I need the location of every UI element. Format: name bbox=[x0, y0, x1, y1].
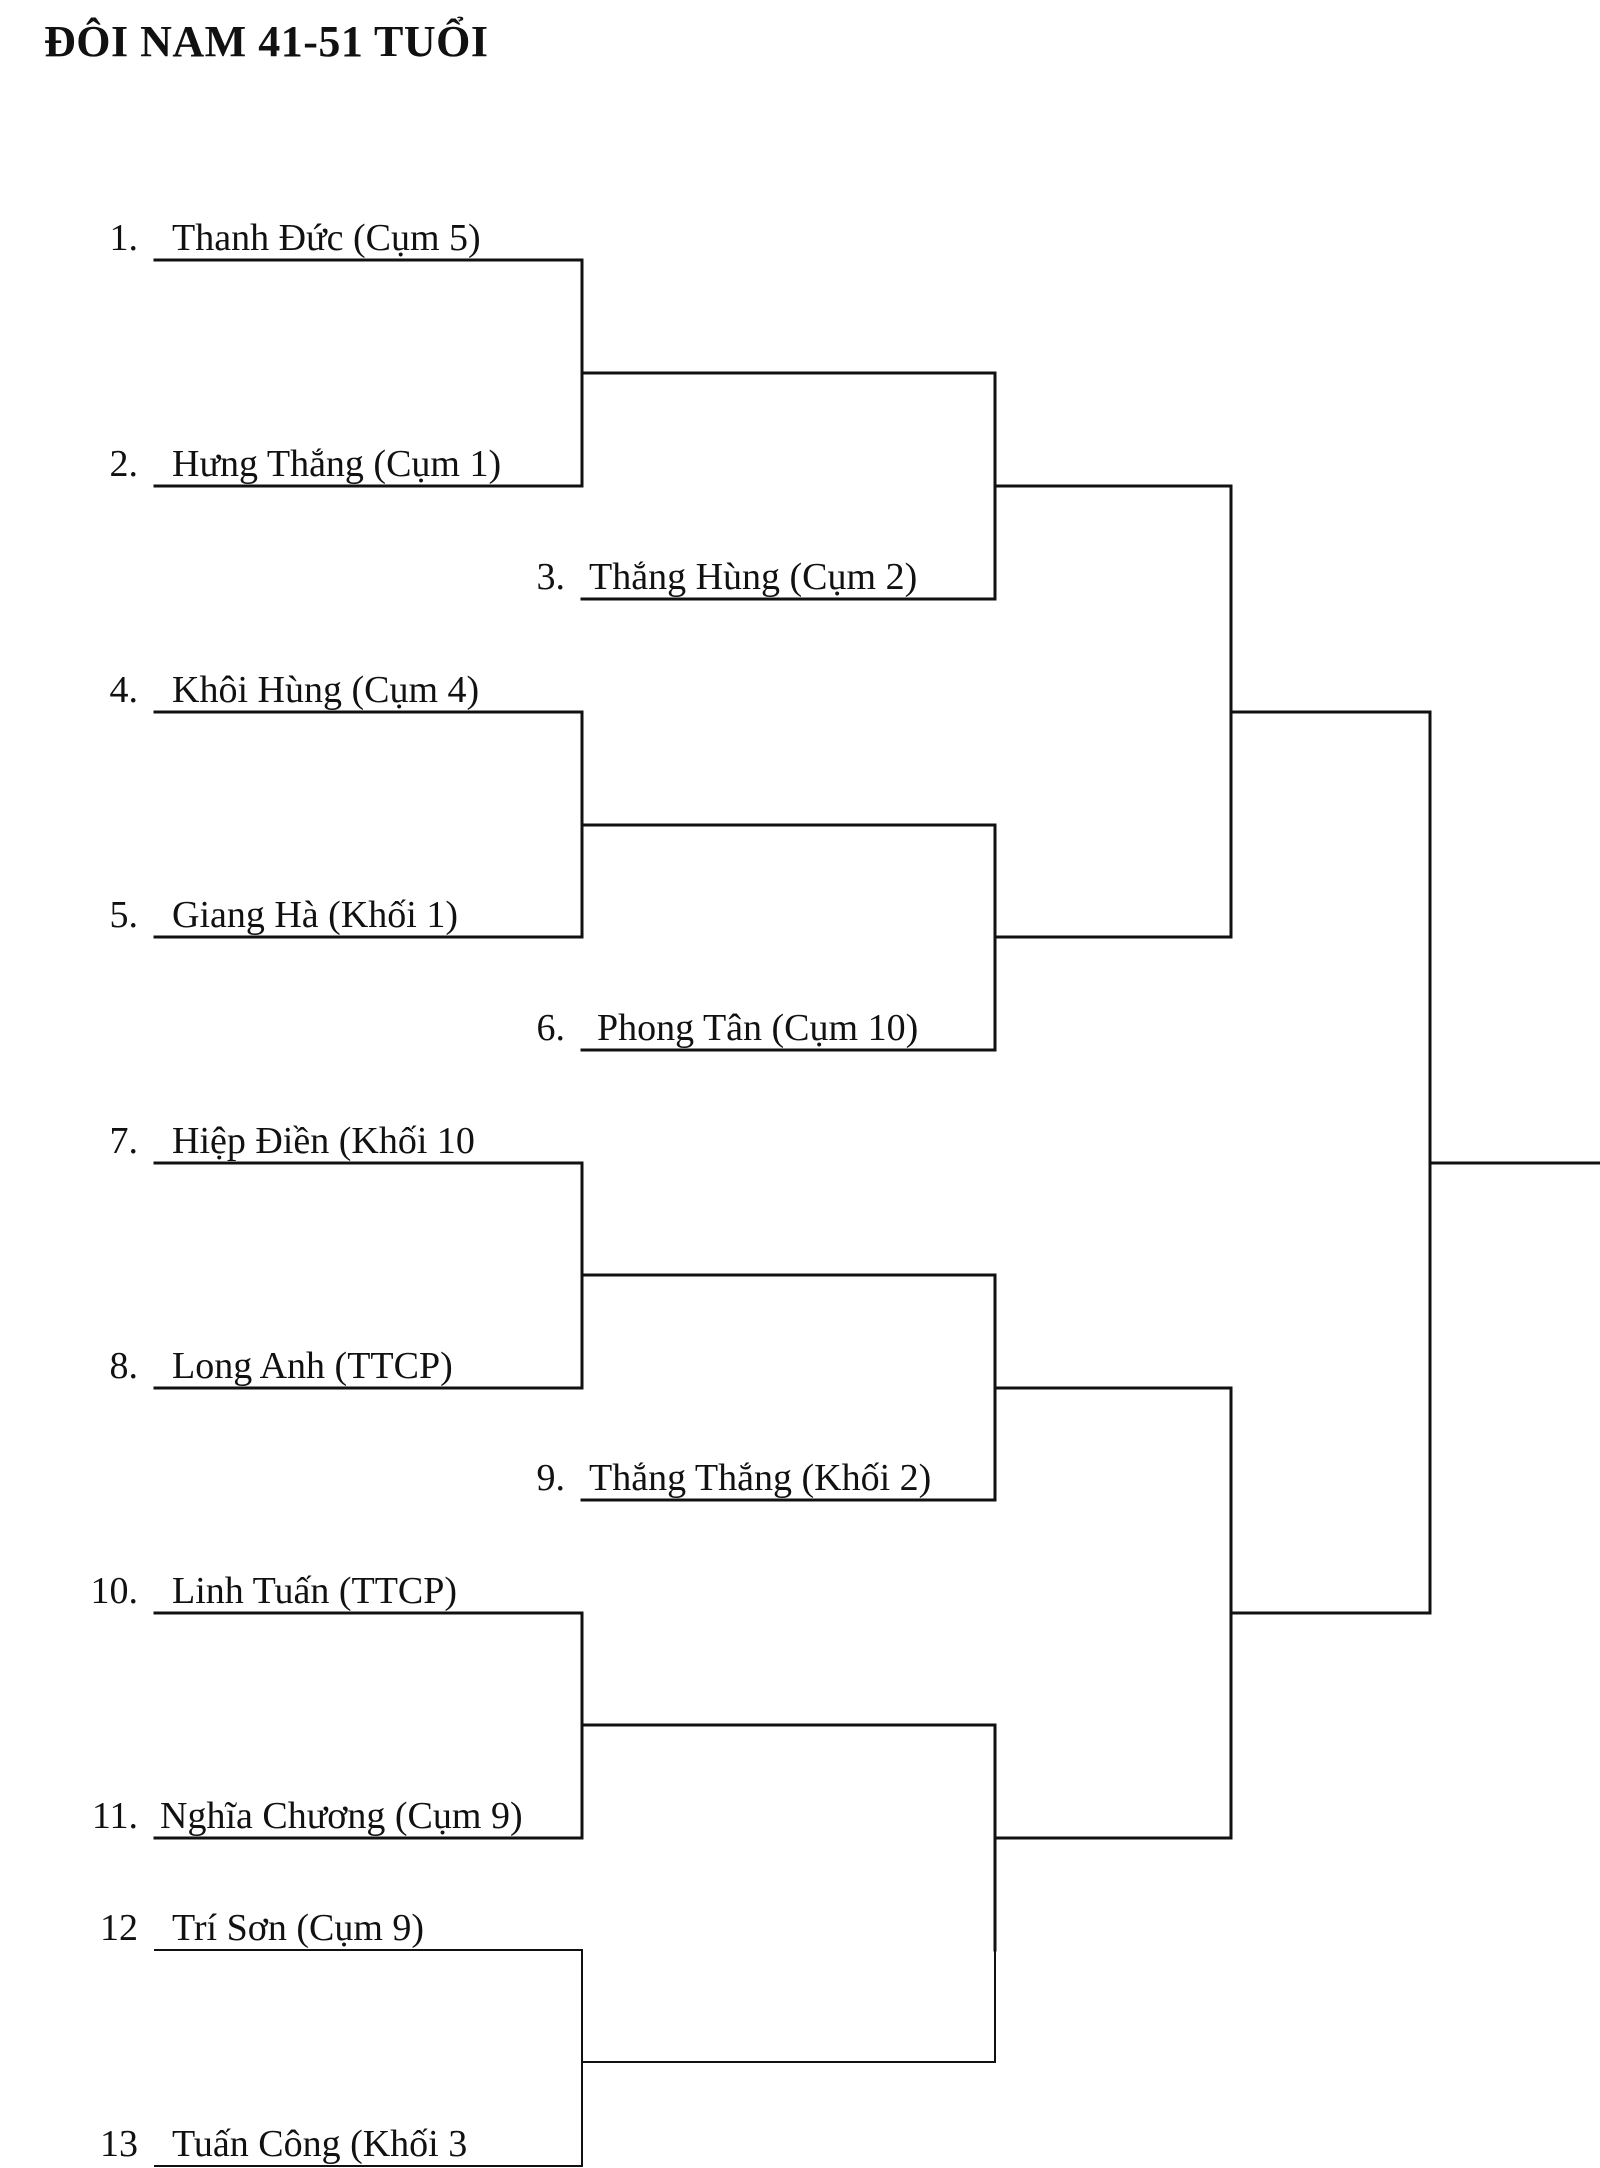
bracket-title: ĐÔI NAM 41-51 TUỔI bbox=[44, 17, 489, 66]
entry-number: 11. bbox=[92, 1795, 138, 1837]
entry-name: Long Anh (TTCP) bbox=[172, 1345, 453, 1387]
entry-name: Khôi Hùng (Cụm 4) bbox=[172, 669, 479, 711]
entry-11: 11. Nghĩa Chương (Cụm 9) bbox=[92, 1795, 523, 1837]
bracket-lines bbox=[153, 258, 1600, 2167]
entry-number: 9. bbox=[537, 1457, 566, 1499]
bracket-entries: 1. Thanh Đức (Cụm 5) 2. Hưng Thắng (Cụm … bbox=[91, 217, 932, 2165]
entry-name: Hưng Thắng (Cụm 1) bbox=[172, 443, 501, 485]
entry-number: 4. bbox=[110, 669, 139, 711]
entry-name: Giang Hà (Khối 1) bbox=[172, 894, 458, 936]
entry-name: Phong Tân (Cụm 10) bbox=[597, 1007, 918, 1049]
entry-7: 7. Hiệp Điền (Khối 10 bbox=[110, 1120, 475, 1162]
entry-13: 13 Tuấn Công (Khối 3 bbox=[100, 2123, 467, 2165]
entry-8: 8. Long Anh (TTCP) bbox=[110, 1345, 453, 1387]
entry-name: Trí Sơn (Cụm 9) bbox=[172, 1907, 424, 1949]
entry-number: 3. bbox=[537, 556, 566, 598]
entry-name: Tuấn Công (Khối 3 bbox=[172, 2123, 467, 2165]
entry-2: 2. Hưng Thắng (Cụm 1) bbox=[110, 443, 502, 485]
entry-6: 6. Phong Tân (Cụm 10) bbox=[537, 1007, 919, 1049]
entry-4: 4. Khôi Hùng (Cụm 4) bbox=[110, 669, 480, 711]
entry-number: 12 bbox=[100, 1907, 138, 1949]
entry-name: Thắng Thắng (Khối 2) bbox=[589, 1457, 931, 1499]
entry-number: 1. bbox=[110, 217, 139, 259]
entry-1: 1. Thanh Đức (Cụm 5) bbox=[110, 217, 481, 259]
entry-12: 12 Trí Sơn (Cụm 9) bbox=[100, 1907, 424, 1949]
entry-9: 9. Thắng Thắng (Khối 2) bbox=[537, 1457, 932, 1499]
entry-number: 8. bbox=[110, 1345, 139, 1387]
entry-name: Hiệp Điền (Khối 10 bbox=[172, 1120, 475, 1162]
entry-name: Thanh Đức (Cụm 5) bbox=[172, 217, 481, 259]
entry-10: 10. Linh Tuấn (TTCP) bbox=[91, 1570, 458, 1612]
entry-name: Thắng Hùng (Cụm 2) bbox=[589, 556, 917, 598]
entry-number: 10. bbox=[91, 1570, 139, 1612]
entry-3: 3. Thắng Hùng (Cụm 2) bbox=[537, 556, 918, 598]
entry-number: 6. bbox=[537, 1007, 566, 1049]
entry-number: 5. bbox=[110, 894, 139, 936]
entry-number: 2. bbox=[110, 443, 139, 485]
entry-name: Linh Tuấn (TTCP) bbox=[172, 1570, 457, 1612]
entry-name: Nghĩa Chương (Cụm 9) bbox=[160, 1795, 523, 1837]
entry-number: 13 bbox=[100, 2123, 138, 2165]
entry-5: 5. Giang Hà (Khối 1) bbox=[110, 894, 458, 936]
entry-number: 7. bbox=[110, 1120, 139, 1162]
